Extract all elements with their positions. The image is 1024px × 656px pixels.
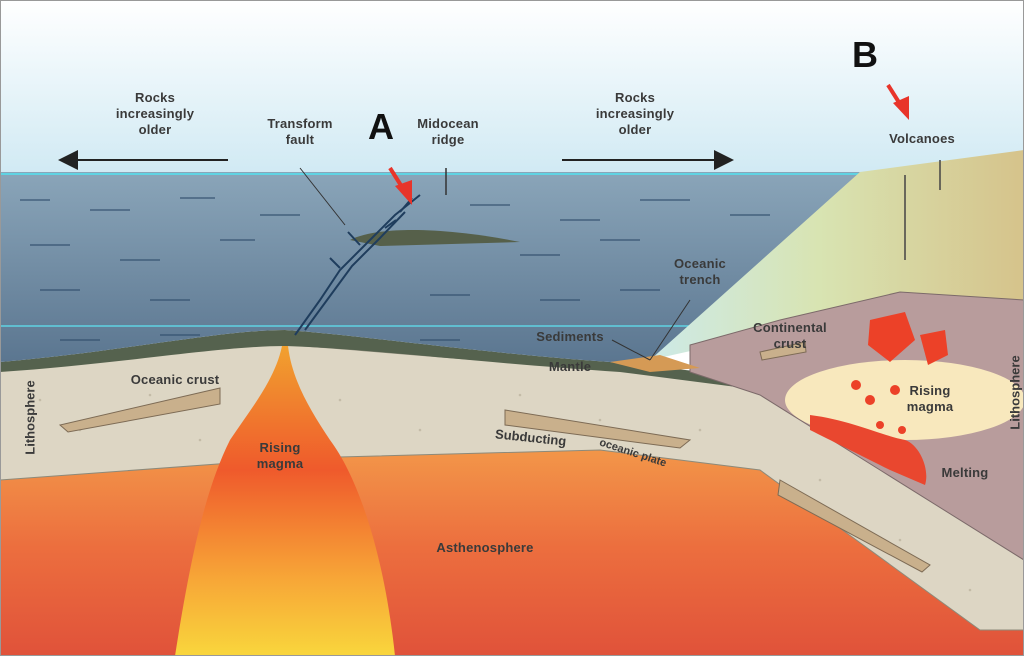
melting-label: Melting [925, 465, 1005, 481]
lithosphere-right-label: Lithosphere [1008, 338, 1023, 448]
sediments-label: Sediments [520, 329, 620, 345]
transform-fault-label: Transform fault [250, 116, 350, 148]
asthenosphere-label: Asthenosphere [410, 540, 560, 556]
midocean-ridge-label: Midocean ridge [398, 116, 498, 148]
rising-magma-left-label: Rising magma [240, 440, 320, 472]
lithosphere-left-label: Lithosphere [23, 368, 38, 468]
oceanic-trench-label: Oceanic trench [655, 256, 745, 288]
rocks-older-right-label: Rocks increasingly older [580, 90, 690, 138]
oceanic-crust-label: Oceanic crust [110, 372, 240, 388]
rocks-older-left-label: Rocks increasingly older [100, 90, 210, 138]
mantle-label: Mantle [540, 359, 600, 375]
volcanoes-label: Volcanoes [872, 131, 972, 147]
marker-a: A [368, 106, 394, 148]
rising-magma-right-label: Rising magma [890, 383, 970, 415]
marker-b: B [852, 34, 878, 76]
continental-crust-label: Continental crust [735, 320, 845, 352]
